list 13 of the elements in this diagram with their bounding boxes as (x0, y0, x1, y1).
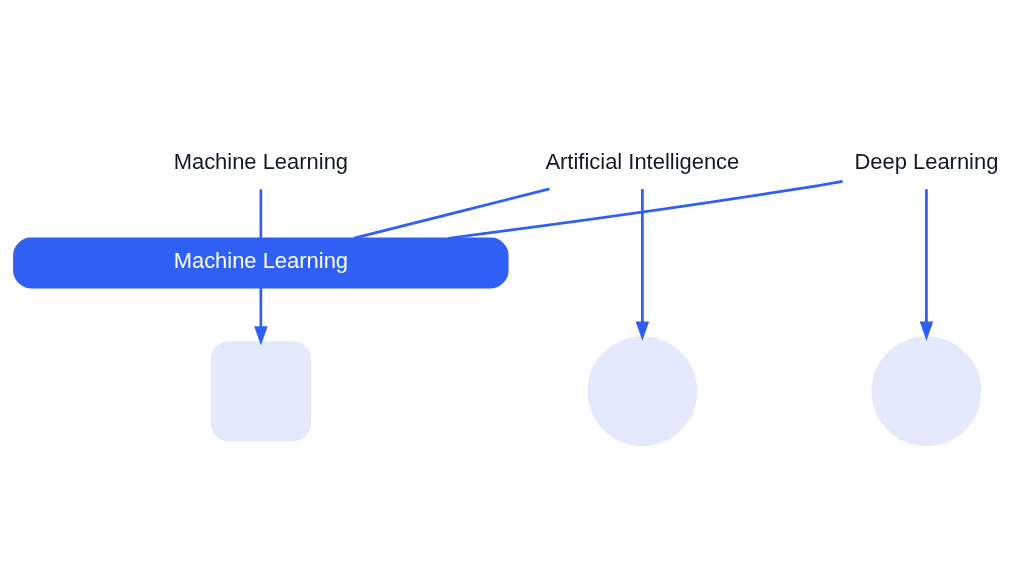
node-circle (871, 336, 982, 447)
connector (448, 179, 843, 240)
node-box: Machine Learning (13, 237, 509, 289)
node-text: Artificial Intelligence (545, 149, 740, 175)
connector (259, 189, 263, 239)
node-text: Machine Learning (173, 149, 349, 175)
node-circle (587, 336, 698, 447)
arrow (254, 288, 268, 346)
node-text: Deep Learning (854, 149, 999, 175)
connector (353, 187, 550, 240)
node-box (210, 341, 311, 442)
arrow (635, 189, 650, 341)
arrow (919, 189, 934, 341)
